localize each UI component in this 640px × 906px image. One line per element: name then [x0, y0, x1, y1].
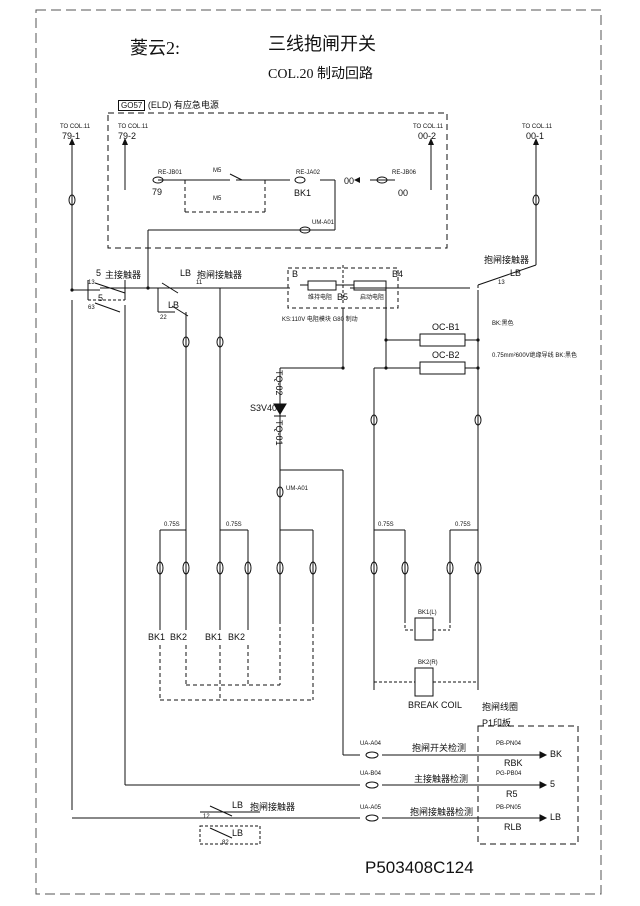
cable-note: 0.75mm²600V绝缘导线 BK:黑色 — [492, 353, 578, 359]
brake-coil-2: BK2(R) — [418, 660, 438, 666]
brake-contactor-label: 抱闸接触器 — [197, 270, 243, 280]
oc-b1-label: OC-B1 — [432, 322, 460, 332]
ja02-label: RE-JA02 — [296, 170, 321, 176]
bottom-brake-contactor: 抱闸接触器 — [250, 802, 296, 812]
row3-text: 抱闸接触器检测 — [410, 807, 474, 817]
row1-text: 抱闸开关检测 — [412, 743, 467, 753]
node-00-left: 00 — [344, 176, 355, 186]
resistor-b: B — [292, 269, 299, 279]
emergency-label: GO57 (ELD) 有应急电源 — [118, 98, 219, 111]
s3v40-label: S3V40 — [250, 403, 278, 413]
ua-a01-label: UM-A01 — [286, 486, 309, 492]
wire-075-3: 0.75S — [378, 522, 394, 528]
switch-bk1-b: BK1 — [205, 632, 223, 642]
bottom-lb-label: LB — [232, 800, 244, 810]
bk1-emergency: BK1 — [294, 188, 312, 198]
oc-b2-label: OC-B2 — [432, 350, 460, 360]
node-00-right: 00 — [398, 188, 409, 198]
switch-bk2-a: BK2 — [170, 632, 188, 642]
contactor-5-num-b: 5 — [98, 293, 104, 303]
col1-to: TO COL.11 — [60, 124, 91, 130]
lb-label-right: LB — [510, 268, 522, 278]
brake-coil-1: BK1(L) — [418, 610, 437, 616]
brake-coil-label: BREAK COIL — [408, 700, 463, 710]
wire-075-4: 0.75S — [455, 522, 471, 528]
resistor-note-1: 维持电阻 — [308, 295, 333, 301]
row2-signal: R5 — [506, 789, 518, 799]
row1-port: PB-PN04 — [496, 741, 522, 747]
col2-id: 79-2 — [118, 131, 137, 141]
resistor-b4: B4 — [392, 269, 404, 279]
node-11: 11 — [196, 280, 203, 286]
node-63: 63 — [88, 305, 95, 311]
emergency-text: (ELD) 有应急电源 — [147, 100, 219, 110]
lb-label-a: LB — [180, 268, 192, 278]
contactor-5-num: 5 — [96, 268, 102, 278]
row3-connector: UA-A05 — [360, 805, 382, 811]
row3-port: PB-PN05 — [496, 805, 522, 811]
node-13-right: 13 — [498, 280, 505, 286]
wire-075-1: 0.75S — [164, 522, 180, 528]
jb06-label: RE-JB06 — [392, 170, 417, 176]
switch-bk1-a: BK1 — [148, 632, 166, 642]
row2-text: 主接触器检测 — [414, 774, 469, 784]
brake-contactor-right: 抱闸接触器 — [484, 255, 530, 265]
document-code: P503408C124 — [365, 858, 474, 877]
wire-075-2: 0.75S — [226, 522, 242, 528]
header-left: 菱云2: — [130, 38, 181, 58]
col1-id: 79-1 — [62, 131, 81, 141]
m5-label-b: M5 — [213, 196, 222, 202]
resistor-note-2: 启动电阻 — [360, 295, 385, 301]
p1-board-title: P1印板 — [482, 718, 512, 728]
row1-out: BK — [550, 749, 563, 759]
row2-out: 5 — [550, 779, 556, 789]
col2-to: TO COL.11 — [118, 124, 149, 130]
resistor-b5: B5 — [337, 292, 349, 302]
jb01-label: RE-JB01 — [158, 170, 183, 176]
wire-color-note: BK:黑色 — [492, 321, 514, 327]
node-22: 22 — [160, 315, 167, 321]
node-13: 13 — [88, 280, 95, 286]
col4-to: TO COL.11 — [522, 124, 553, 130]
ua01-label: UM-A01 — [312, 220, 335, 226]
row1-signal: RBK — [504, 758, 523, 768]
row1-connector: UA-A04 — [360, 741, 382, 747]
row2-connector: UA-B04 — [360, 771, 382, 777]
switch-bk2-b: BK2 — [228, 632, 246, 642]
page-title: 三线抱闸开关 — [268, 34, 376, 54]
page-subtitle: COL.20 制动回路 — [268, 67, 373, 82]
emergency-tag: GO57 — [118, 100, 146, 111]
m5-label-a: M5 — [213, 168, 222, 174]
node-79: 79 — [152, 187, 163, 197]
brake-coil-label-cn: 抱闸线圈 — [482, 702, 519, 712]
col3-id: 00-2 — [418, 131, 437, 141]
row3-signal: RLB — [504, 822, 522, 832]
col3-to: TO COL.11 — [413, 124, 444, 130]
tq02-label: TQ-02 — [274, 370, 284, 396]
tq01-label: TQ-01 — [274, 420, 284, 446]
bottom-lb-label-2: LB — [232, 828, 244, 838]
bottom-node-82: 82 — [222, 840, 229, 846]
row3-out: LB — [550, 812, 562, 822]
bottom-node-12: 12 — [203, 814, 210, 820]
lb-label-b: LB — [168, 300, 180, 310]
row2-port: PG-PB04 — [496, 771, 522, 777]
col4-id: 00-1 — [526, 131, 545, 141]
main-contactor-label: 主接触器 — [105, 270, 142, 280]
resistor-module-note: KS:110V 电阻模块 G80 制动 — [282, 317, 358, 323]
